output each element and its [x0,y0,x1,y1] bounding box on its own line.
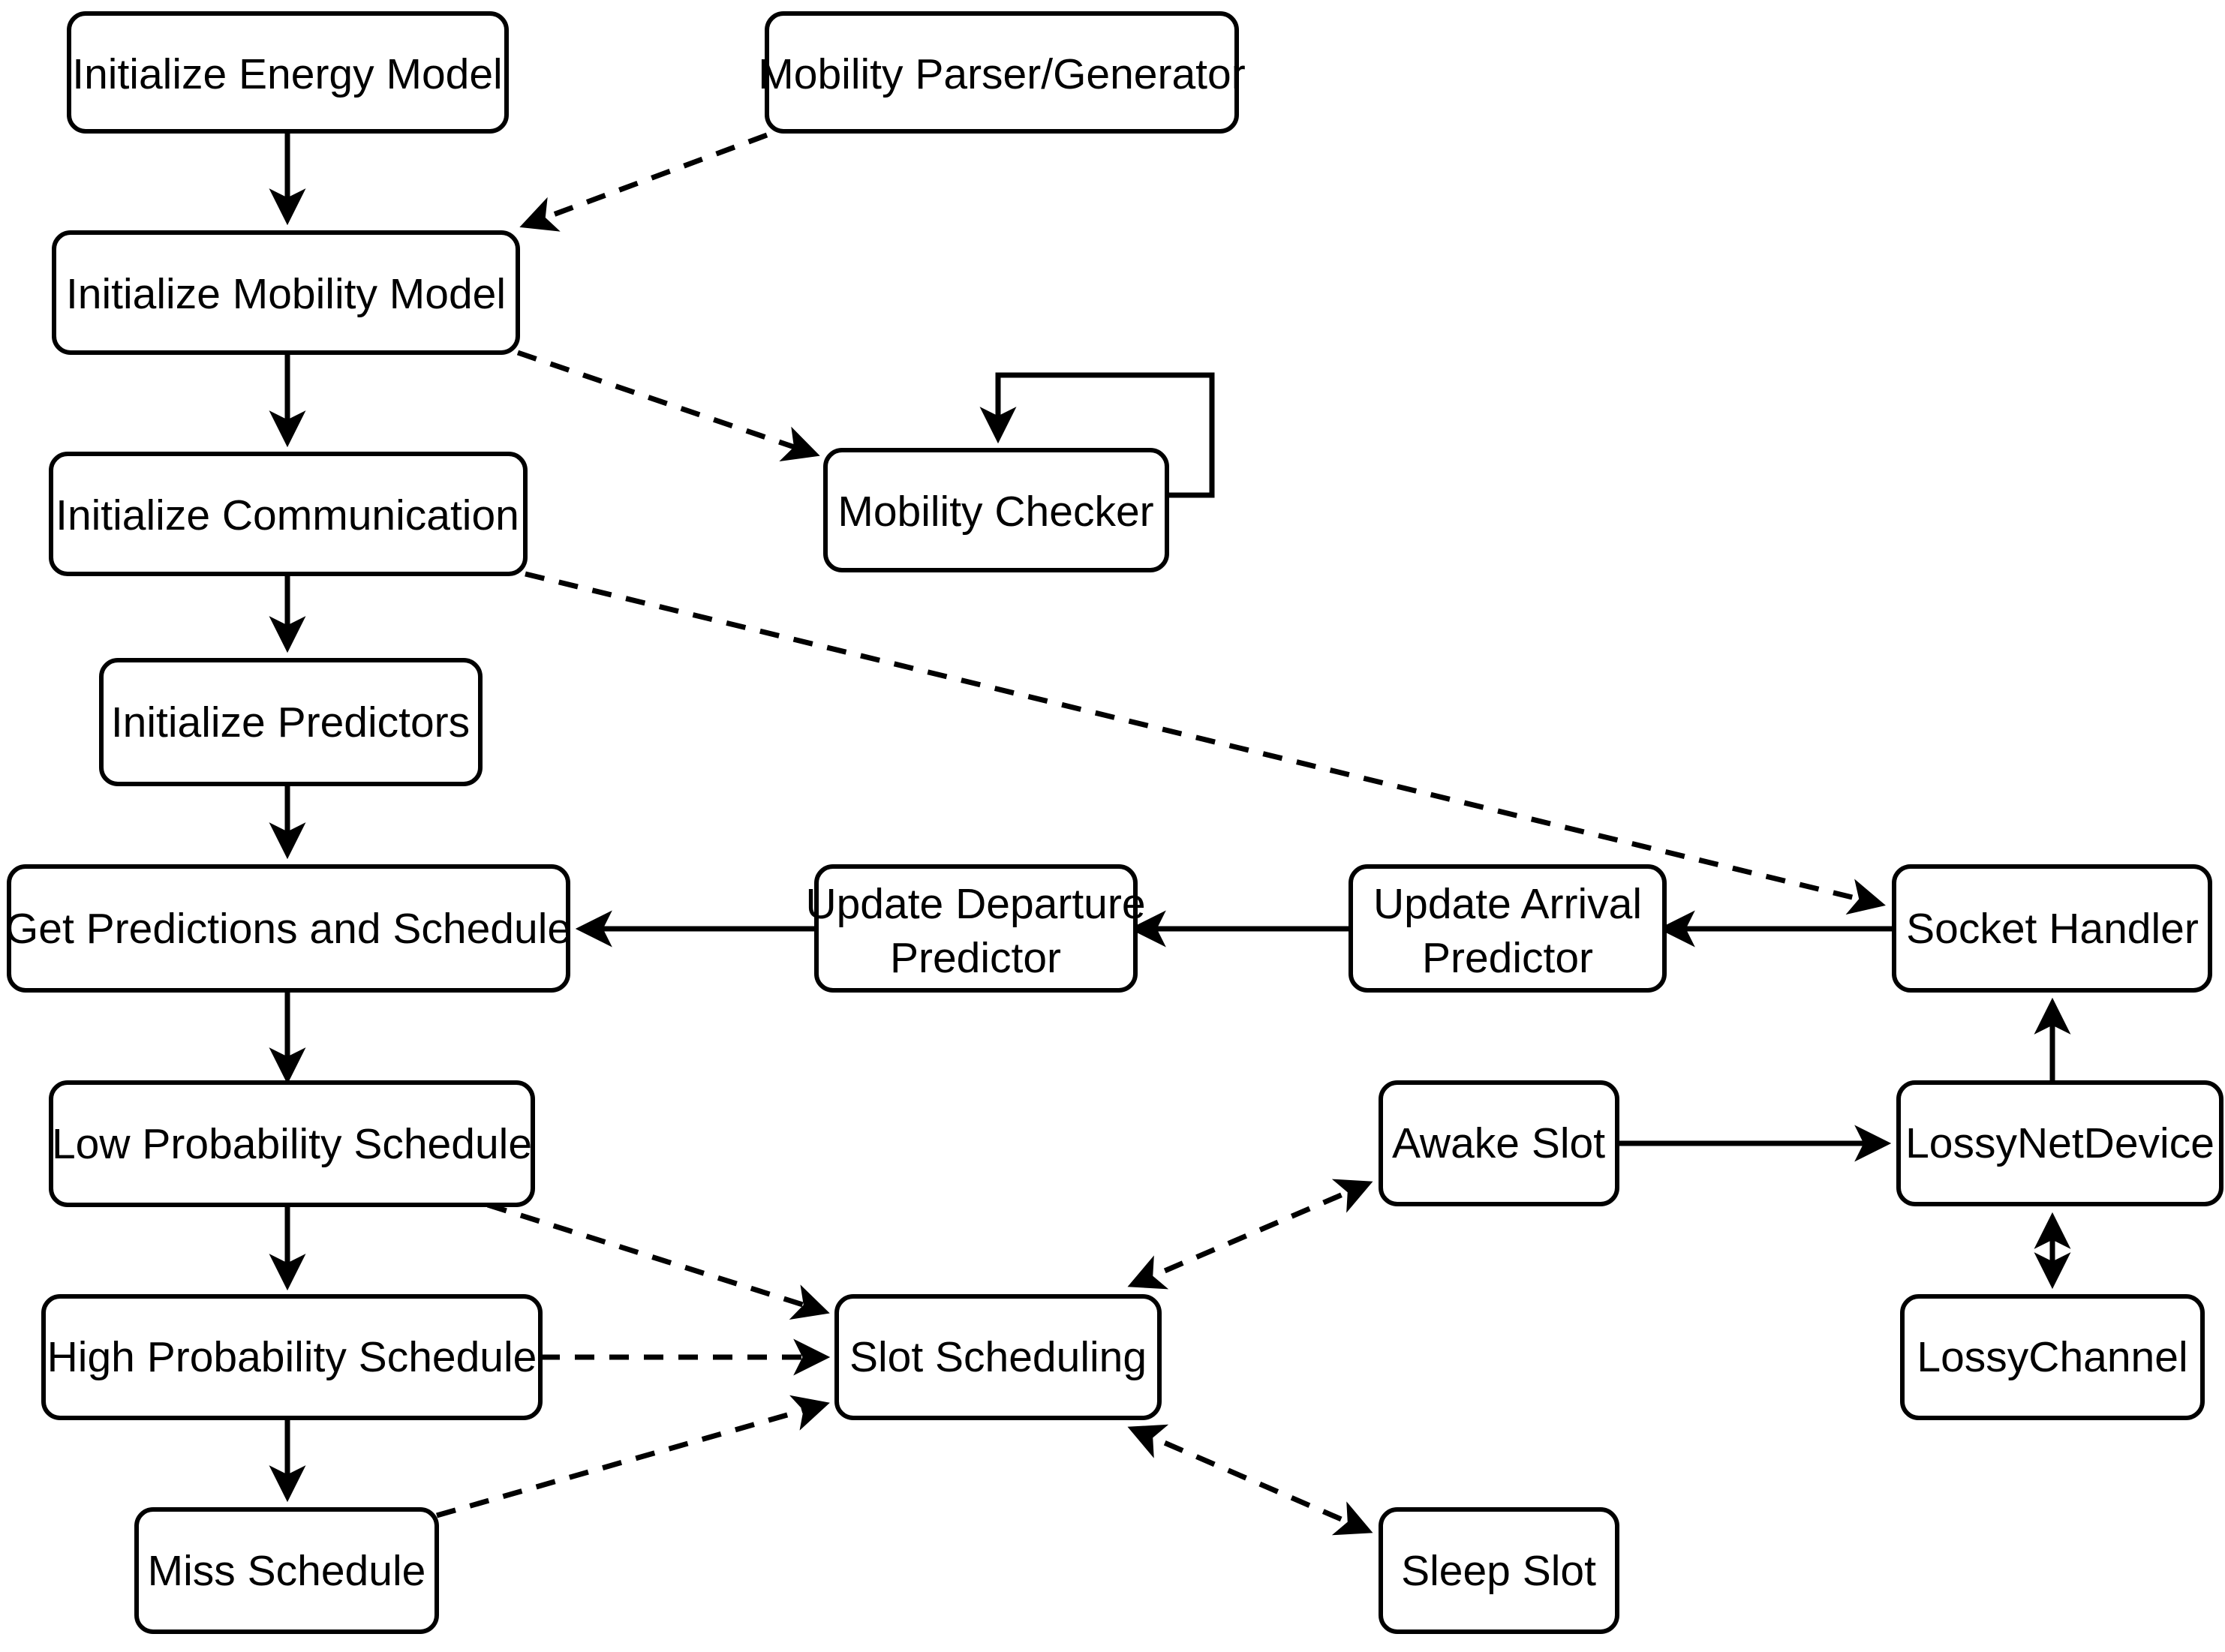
node-high-prob[interactable]: High Probability Schedule [41,1294,543,1420]
node-mob-parser-label: Mobility Parser/Generator [758,50,1245,98]
node-low-prob[interactable]: Low Probability Schedule [49,1080,535,1207]
node-init-pred-box[interactable] [99,658,483,786]
node-lossynetdevice-label: LossyNetDevice [1905,1119,2214,1167]
node-init-energy[interactable]: Initialize Energy Model [67,11,509,134]
node-init-comm[interactable]: Initialize Communication [49,452,528,576]
node-init-comm-box[interactable] [49,452,528,576]
edge-init-comm-to-socket [525,571,1886,915]
node-init-energy-box[interactable] [67,11,509,134]
node-get-pred[interactable]: Get Predictions and Schedule [5,864,571,993]
node-lossychannel-box[interactable] [1900,1294,2205,1420]
node-sleep-slot-label: Sleep Slot [1401,1547,1596,1595]
node-low-prob-label: Low Probability Schedule [52,1120,532,1168]
node-init-pred[interactable]: Initialize Predictors [99,658,483,786]
node-socket-handler[interactable]: Socket Handler [1892,864,2212,993]
edge-miss-to-slot-sched [436,1395,830,1518]
node-slot-scheduling[interactable]: Slot Scheduling [834,1294,1162,1420]
node-slot-scheduling-label: Slot Scheduling [849,1333,1147,1381]
edge-init-mobility-to-mob-checker [516,350,820,461]
node-slot-scheduling-box[interactable] [834,1294,1162,1420]
edge-mob-parser-to-init-mobility [519,132,768,232]
node-miss-schedule-label: Miss Schedule [148,1547,426,1595]
node-mob-parser-box[interactable] [765,11,1239,134]
node-high-prob-box[interactable] [41,1294,543,1420]
node-sleep-slot[interactable]: Sleep Slot [1379,1507,1619,1634]
node-lossychannel[interactable]: LossyChannel [1900,1294,2205,1420]
node-mob-checker-box[interactable] [823,448,1169,572]
node-socket-handler-box[interactable] [1892,864,2212,993]
node-init-pred-label: Initialize Predictors [111,698,470,746]
node-miss-schedule[interactable]: Miss Schedule [134,1507,439,1634]
edge-mob-checker-self-loop [979,372,1215,498]
node-upd-dep-label-line2: Predictor [890,934,1061,982]
node-init-mobility-label: Initialize Mobility Model [66,270,506,318]
node-mob-parser[interactable]: Mobility Parser/Generator [758,11,1246,134]
edge-layer [269,131,2071,1536]
node-upd-dep[interactable]: Update Departure Predictor [805,864,1146,993]
node-sleep-slot-box[interactable] [1379,1507,1619,1634]
node-lossychannel-label: LossyChannel [1917,1333,2187,1381]
edge-slot-sched-sleep-bidirectional [1127,1424,1373,1536]
node-init-energy-label: Initialize Energy Model [72,50,502,98]
node-upd-arr-label-line2: Predictor [1422,934,1593,982]
node-upd-dep-label-line1: Update Departure [805,880,1145,928]
node-awake-slot-box[interactable] [1379,1080,1619,1206]
node-get-pred-box[interactable] [7,864,570,993]
edge-slot-sched-awake-bidirectional [1127,1179,1373,1290]
node-awake-slot[interactable]: Awake Slot [1379,1080,1619,1206]
node-lossynetdevice[interactable]: LossyNetDevice [1896,1080,2223,1206]
node-mob-checker-label: Mobility Checker [837,488,1153,536]
node-socket-handler-label: Socket Handler [1906,905,2199,953]
node-high-prob-label: High Probability Schedule [47,1333,537,1381]
node-init-mobility-box[interactable] [52,230,520,355]
node-layer: Initialize Energy Model Mobility Parser/… [5,11,2223,1634]
node-upd-arr-box[interactable] [1349,864,1667,993]
node-init-mobility[interactable]: Initialize Mobility Model [52,230,520,355]
node-init-comm-label: Initialize Communication [56,491,519,539]
node-upd-arr-label-line1: Update Arrival [1373,880,1642,928]
node-miss-schedule-box[interactable] [134,1507,439,1634]
node-get-pred-label: Get Predictions and Schedule [5,905,571,953]
node-awake-slot-label: Awake Slot [1392,1119,1605,1167]
node-upd-arr[interactable]: Update Arrival Predictor [1349,864,1667,993]
edge-low-prob-to-slot-sched [486,1202,830,1320]
node-low-prob-box[interactable] [49,1080,535,1207]
node-lossynetdevice-box[interactable] [1896,1080,2223,1206]
node-mob-checker[interactable]: Mobility Checker [823,448,1169,572]
node-upd-dep-box[interactable] [814,864,1138,993]
